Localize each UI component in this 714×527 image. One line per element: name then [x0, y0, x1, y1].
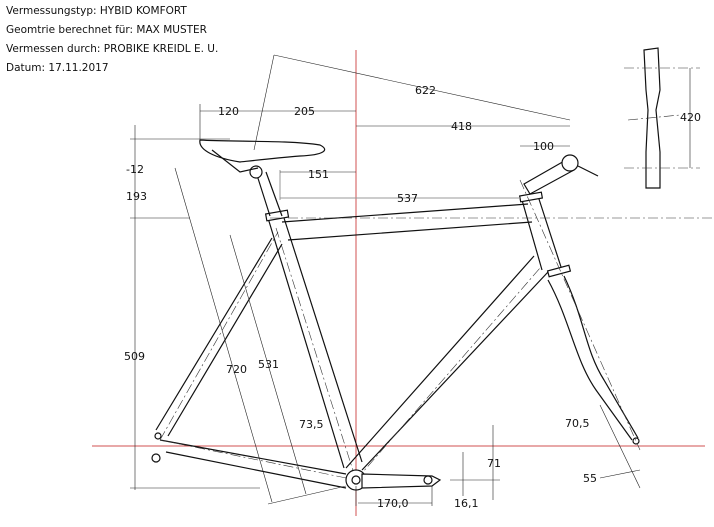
- bar-end: [577, 165, 599, 177]
- dim-fork-offset: 55: [583, 472, 597, 485]
- crank-arm: [361, 473, 442, 489]
- headset-bottom: [546, 264, 572, 278]
- dim-seat-clamp-offset: 151: [308, 168, 329, 181]
- rear-dropout: [151, 453, 161, 463]
- dim-seat-tube-height: 509: [124, 350, 145, 363]
- measured-by: Vermessen durch: PROBIKE KREIDL E. U.: [6, 43, 219, 55]
- dim-saddle-to-bb: 205: [294, 105, 315, 118]
- fork: [547, 275, 639, 441]
- dim-seatpost-ext: 193: [126, 190, 147, 203]
- dim-saddle-height: 720: [226, 363, 247, 376]
- dim-reach-total: 622: [415, 84, 436, 97]
- handlebar-front-view: [643, 47, 661, 189]
- handlebar-clamp: [561, 154, 579, 172]
- dim-top-tube: 537: [397, 192, 418, 205]
- dim-saddle-setback: 120: [218, 105, 239, 118]
- dim-stem-length: 100: [533, 140, 554, 153]
- measurement-type: Vermessungstyp: HYBID KOMFORT: [6, 5, 187, 17]
- dim-seat-tube-length: 531: [258, 358, 279, 371]
- seatpost: [255, 171, 283, 217]
- pedal: [423, 475, 433, 485]
- dim-bar-width: 420: [680, 111, 701, 124]
- seat-stay: [155, 237, 283, 437]
- dim-saddle-drop: -12: [126, 163, 144, 176]
- dim-pedal-offset: 16,1: [454, 497, 479, 510]
- seatpost-clamp: [249, 165, 263, 179]
- rear-axle: [154, 432, 162, 440]
- date: Datum: 17.11.2017: [6, 62, 109, 74]
- head-tube: [521, 195, 563, 271]
- dim-bb-drop: 71: [487, 457, 501, 470]
- chain-stay: [159, 439, 347, 489]
- down-tube: [345, 255, 549, 471]
- frame: [151, 179, 714, 489]
- measurement-info: Vermessungstyp: HYBID KOMFORT Geomtrie b…: [6, 2, 218, 78]
- dim-seat-angle: 73,5: [299, 418, 324, 431]
- dim-head-angle: 70,5: [565, 417, 590, 430]
- seat-tube: [267, 217, 363, 469]
- dimension-lines: [130, 54, 691, 506]
- front-axle: [632, 437, 640, 445]
- saddle: [199, 139, 326, 163]
- calculated-for: Geomtrie berechnet für: MAX MUSTER: [6, 24, 207, 36]
- dim-reach-bb-bar: 418: [451, 120, 472, 133]
- dim-crank-length: 170,0: [377, 497, 409, 510]
- top-tube: [281, 203, 533, 241]
